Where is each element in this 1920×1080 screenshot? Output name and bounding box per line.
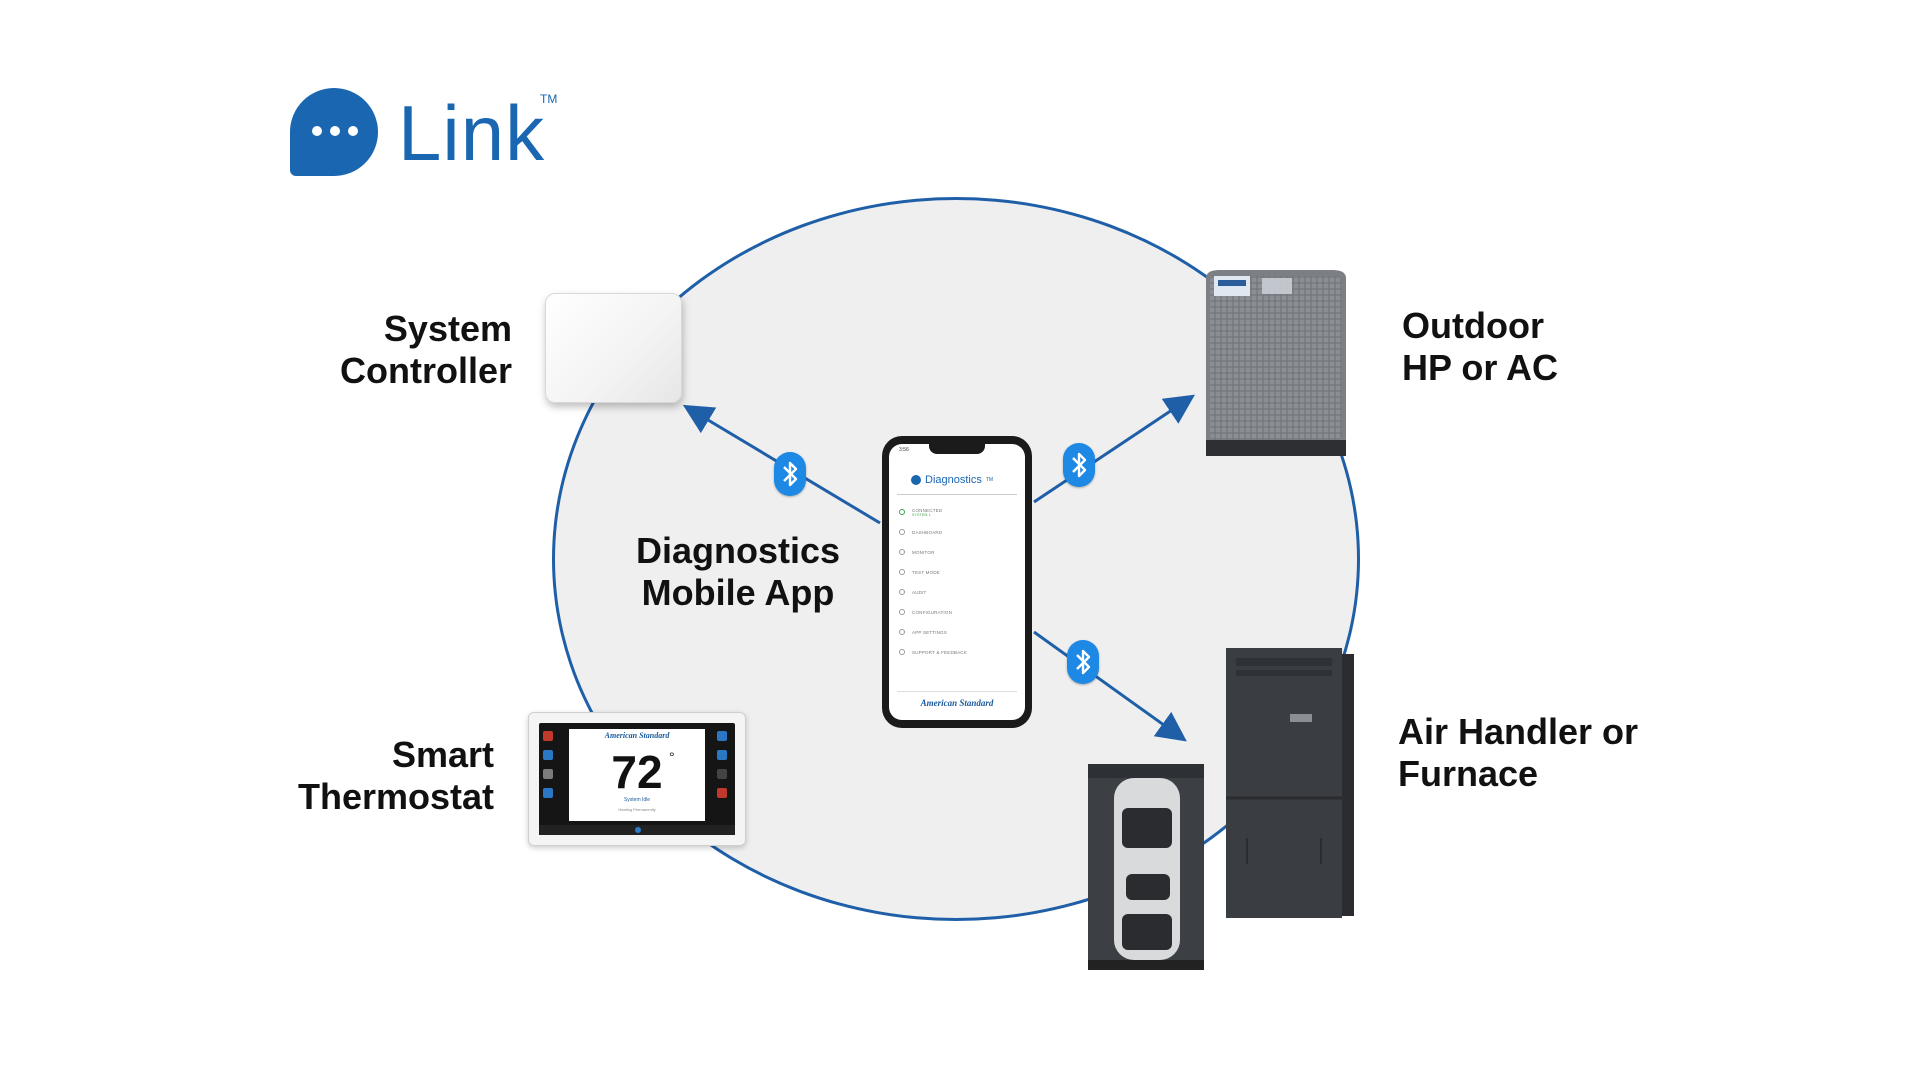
audit-icon: [899, 589, 905, 595]
bluetooth-icon: [1063, 443, 1095, 487]
thermostat-brand: American Standard: [604, 731, 670, 740]
thermostat-right-icons: [717, 731, 731, 798]
app-title: Diagnostics: [925, 474, 982, 486]
bluetooth-icon: [774, 452, 806, 496]
thermostat-screen: American Standard 72 ° System Idle Heati…: [539, 723, 735, 835]
phone-status-time: 3:56: [899, 447, 909, 453]
thermostat-display: American Standard 72 ° System Idle Heati…: [569, 729, 705, 821]
dashboard-icon: [899, 529, 905, 535]
thermostat-degree: °: [669, 749, 675, 765]
menu-item-audit[interactable]: AUDIT: [899, 582, 1017, 602]
configuration-icon: [899, 609, 905, 615]
logo-wordmark: Link: [398, 89, 546, 177]
menu-item-configuration[interactable]: CONFIGURATION: [899, 602, 1017, 622]
smart-thermostat-device: American Standard 72 ° System Idle Heati…: [528, 712, 746, 846]
menu-item-app-settings[interactable]: APP SETTINGS: [899, 622, 1017, 642]
connected-icon: [899, 509, 905, 515]
label-outdoor-unit: Outdoor HP or AC: [1402, 305, 1559, 388]
logo-trademark: TM: [540, 92, 558, 106]
thermostat-temperature: 72: [611, 746, 663, 798]
furnace-image: [1088, 764, 1204, 970]
link-logo: Link TM: [290, 88, 570, 188]
thermostat-mode: Heating Permanently: [618, 807, 656, 812]
label-air-handler: Air Handler or Furnace: [1398, 711, 1639, 794]
app-header: Diagnostics TM: [911, 474, 993, 486]
menu-item-test-mode[interactable]: TEST MODE: [899, 562, 1017, 582]
label-diagnostics-app: Diagnostics Mobile App: [635, 530, 841, 613]
system-controller-device: [545, 293, 682, 403]
arrow-to-outdoor: [1033, 394, 1195, 504]
label-system-controller: System Controller: [339, 308, 512, 391]
air-handler-image: [1226, 648, 1354, 918]
phone-brand-logo: American Standard: [920, 698, 994, 708]
test-mode-icon: [899, 569, 905, 575]
thermostat-home-icon: [635, 827, 641, 833]
bluetooth-icon: [1067, 640, 1099, 684]
diagnostics-logo-icon: [911, 475, 921, 485]
label-smart-thermostat: Smart Thermostat: [297, 734, 494, 817]
arrow-to-furnace: [1033, 630, 1187, 742]
support-icon: [899, 649, 905, 655]
thermostat-left-icons: [543, 731, 557, 798]
menu-item-support[interactable]: SUPPORT & FEEDBACK: [899, 642, 1017, 662]
settings-icon: [899, 629, 905, 635]
link-logo-icon: [290, 88, 378, 176]
monitor-icon: [899, 549, 905, 555]
thermostat-status: System Idle: [623, 797, 651, 803]
menu-item-monitor[interactable]: MONITOR: [899, 542, 1017, 562]
outdoor-unit-image: [1206, 270, 1346, 456]
menu-item-dashboard[interactable]: DASHBOARD: [899, 522, 1017, 542]
